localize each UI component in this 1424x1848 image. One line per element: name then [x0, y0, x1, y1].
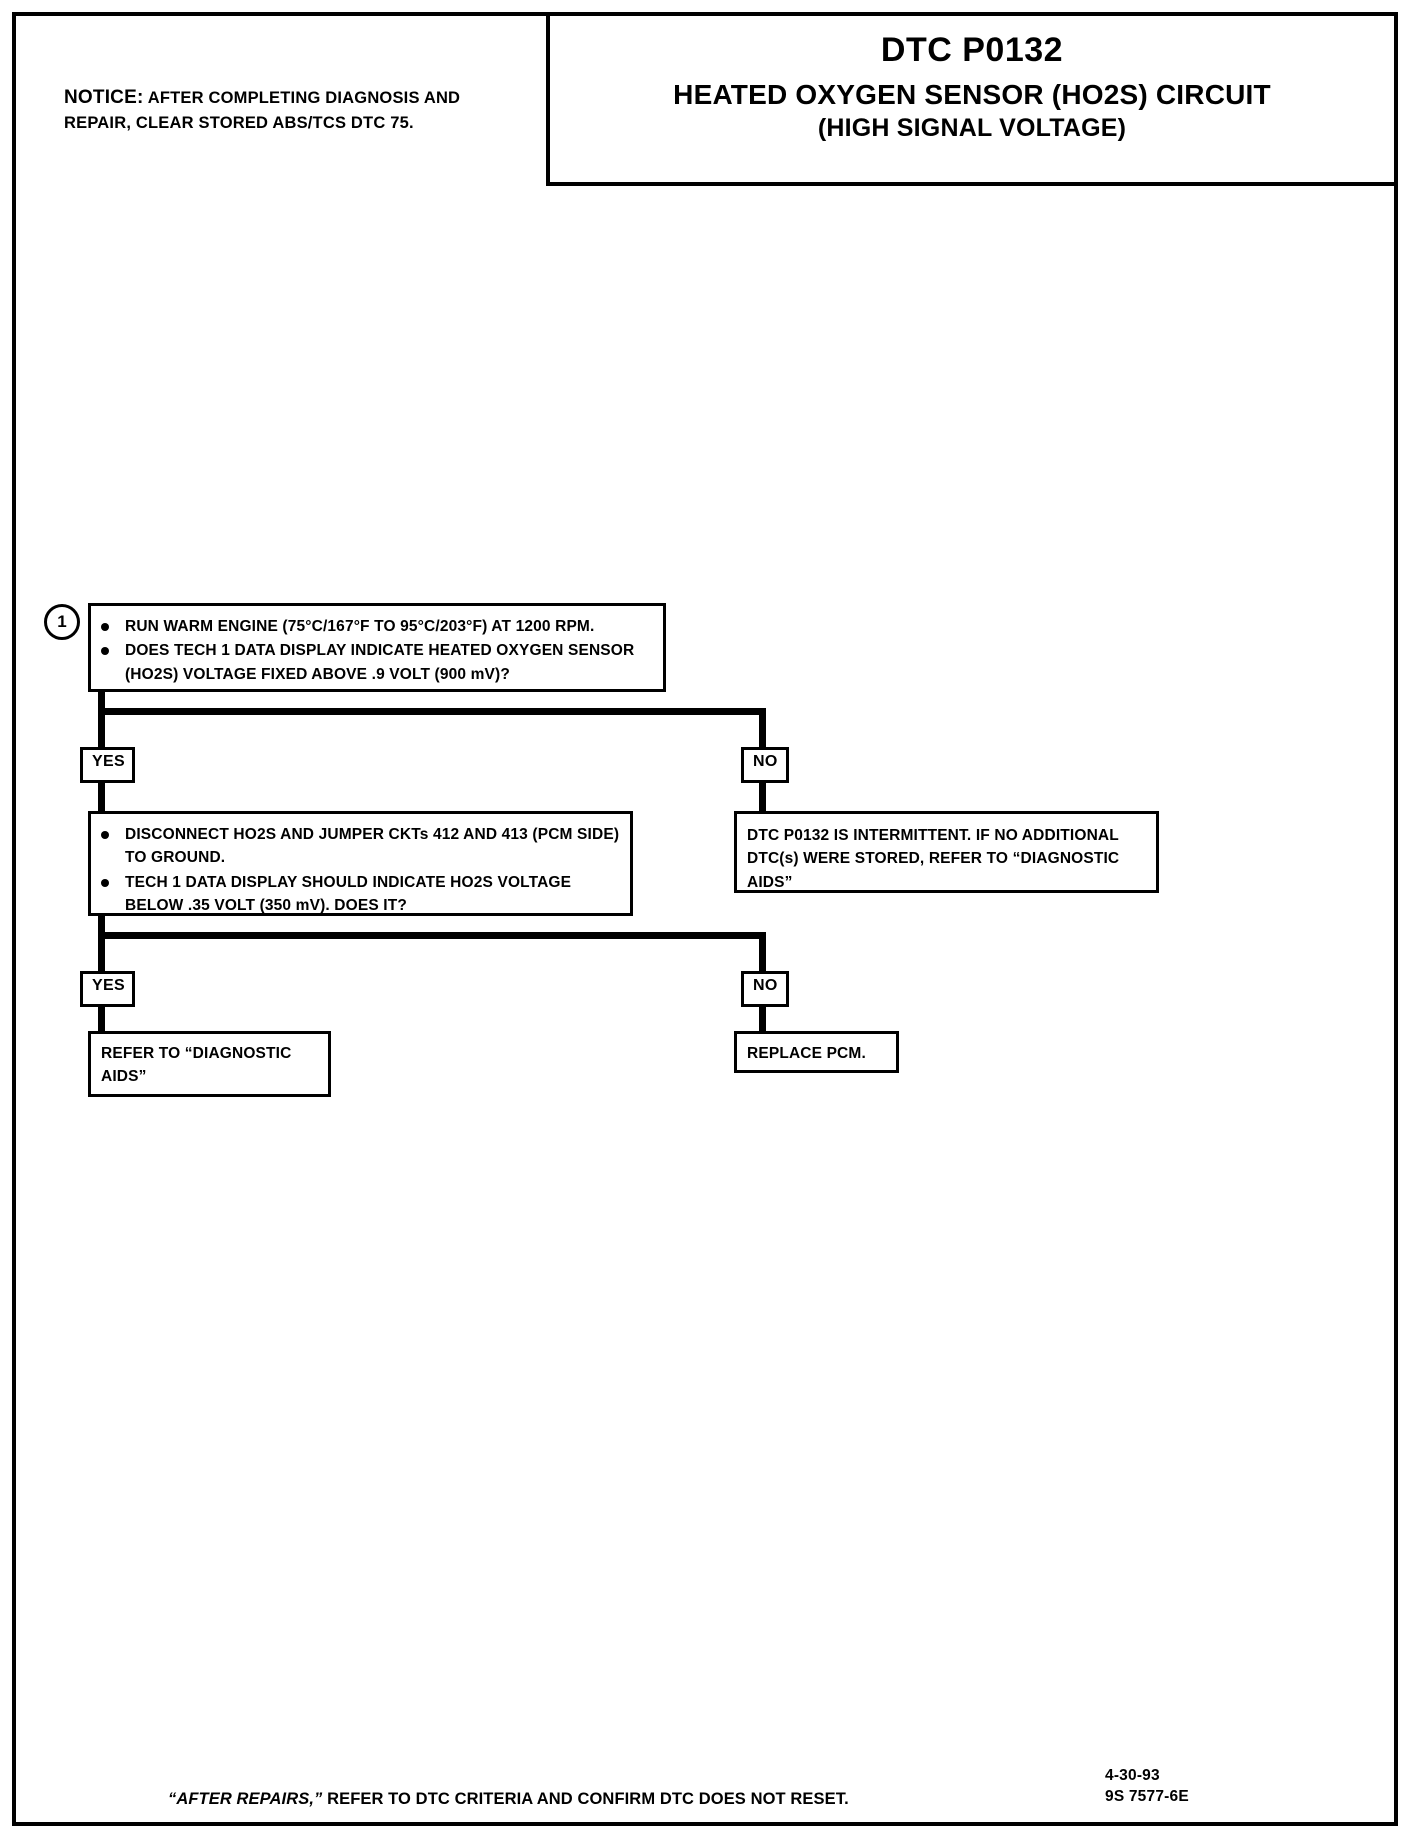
- step2-bullet-1: DISCONNECT HO2S AND JUMPER CKTs 412 AND …: [95, 823, 620, 870]
- step1-bullet-2: DOES TECH 1 DATA DISPLAY INDICATE HEATED…: [95, 639, 653, 686]
- footer-note-rest: REFER TO DTC CRITERIA AND CONFIRM DTC DO…: [322, 1790, 849, 1808]
- connector-step1-yes-down: [98, 708, 105, 748]
- notice-label: NOTICE:: [64, 87, 144, 108]
- connector-step2-no-down: [759, 932, 766, 972]
- step1-question-box: RUN WARM ENGINE (75°C/167°F TO 95°C/203°…: [88, 603, 666, 692]
- footer-date: 4-30-93: [1105, 1767, 1160, 1784]
- step2-bullet-2: TECH 1 DATA DISPLAY SHOULD INDICATE HO2S…: [95, 871, 620, 918]
- connector-no1-to-intermittent: [759, 783, 766, 811]
- step2-yes-label: YES: [80, 971, 135, 1007]
- page-border: [12, 12, 1398, 1826]
- connector-yes2-to-result: [98, 1007, 105, 1033]
- step1-yes-label: YES: [80, 747, 135, 783]
- intermittent-result-box: DTC P0132 IS INTERMITTENT. IF NO ADDITIO…: [734, 811, 1159, 893]
- circuit-title-line1: HEATED OXYGEN SENSOR (HO2S) CIRCUIT: [673, 79, 1271, 111]
- title-block: DTC P0132 HEATED OXYGEN SENSOR (HO2S) CI…: [546, 14, 1394, 186]
- step2-no-label: NO: [741, 971, 789, 1007]
- footer-note: “AFTER REPAIRS,” REFER TO DTC CRITERIA A…: [168, 1790, 849, 1809]
- connector-no2-to-result: [759, 1007, 766, 1033]
- result-replace-pcm-text: REPLACE PCM.: [747, 1045, 866, 1062]
- notice-block: NOTICE: AFTER COMPLETING DIAGNOSIS AND R…: [64, 84, 484, 135]
- connector-step2-branch: [98, 932, 766, 939]
- connector-step2-yes-down: [98, 932, 105, 972]
- footer-document-code: 9S 7577-6E: [1105, 1787, 1189, 1805]
- connector-step1-no-down: [759, 708, 766, 748]
- footer-note-italic: “AFTER REPAIRS,”: [168, 1790, 323, 1808]
- footer-codes: 4-30-93 9S 7577-6E: [1105, 1766, 1189, 1808]
- step2-question-box: DISCONNECT HO2S AND JUMPER CKTs 412 AND …: [88, 811, 633, 916]
- notice-text: AFTER COMPLETING DIAGNOSIS AND REPAIR, C…: [64, 89, 461, 132]
- connector-yes1-to-step2: [98, 783, 105, 813]
- circuit-title-line2: (HIGH SIGNAL VOLTAGE): [817, 113, 1127, 142]
- step1-bullet-1: RUN WARM ENGINE (75°C/167°F TO 95°C/203°…: [95, 615, 653, 638]
- step-number-1: 1: [44, 604, 80, 640]
- step1-no-label: NO: [741, 747, 789, 783]
- connector-step1-down: [98, 692, 105, 714]
- connector-step1-branch: [98, 708, 766, 715]
- connector-step2-down: [98, 916, 105, 938]
- result-refer-diagnostic-aids-box: REFER TO “DIAGNOSTIC AIDS”: [88, 1031, 331, 1097]
- intermittent-result-text: DTC P0132 IS INTERMITTENT. IF NO ADDITIO…: [747, 827, 1120, 891]
- result-replace-pcm-box: REPLACE PCM.: [734, 1031, 899, 1073]
- result-refer-diagnostic-aids-text: REFER TO “DIAGNOSTIC AIDS”: [101, 1045, 292, 1086]
- dtc-code-title: DTC P0132: [880, 31, 1064, 69]
